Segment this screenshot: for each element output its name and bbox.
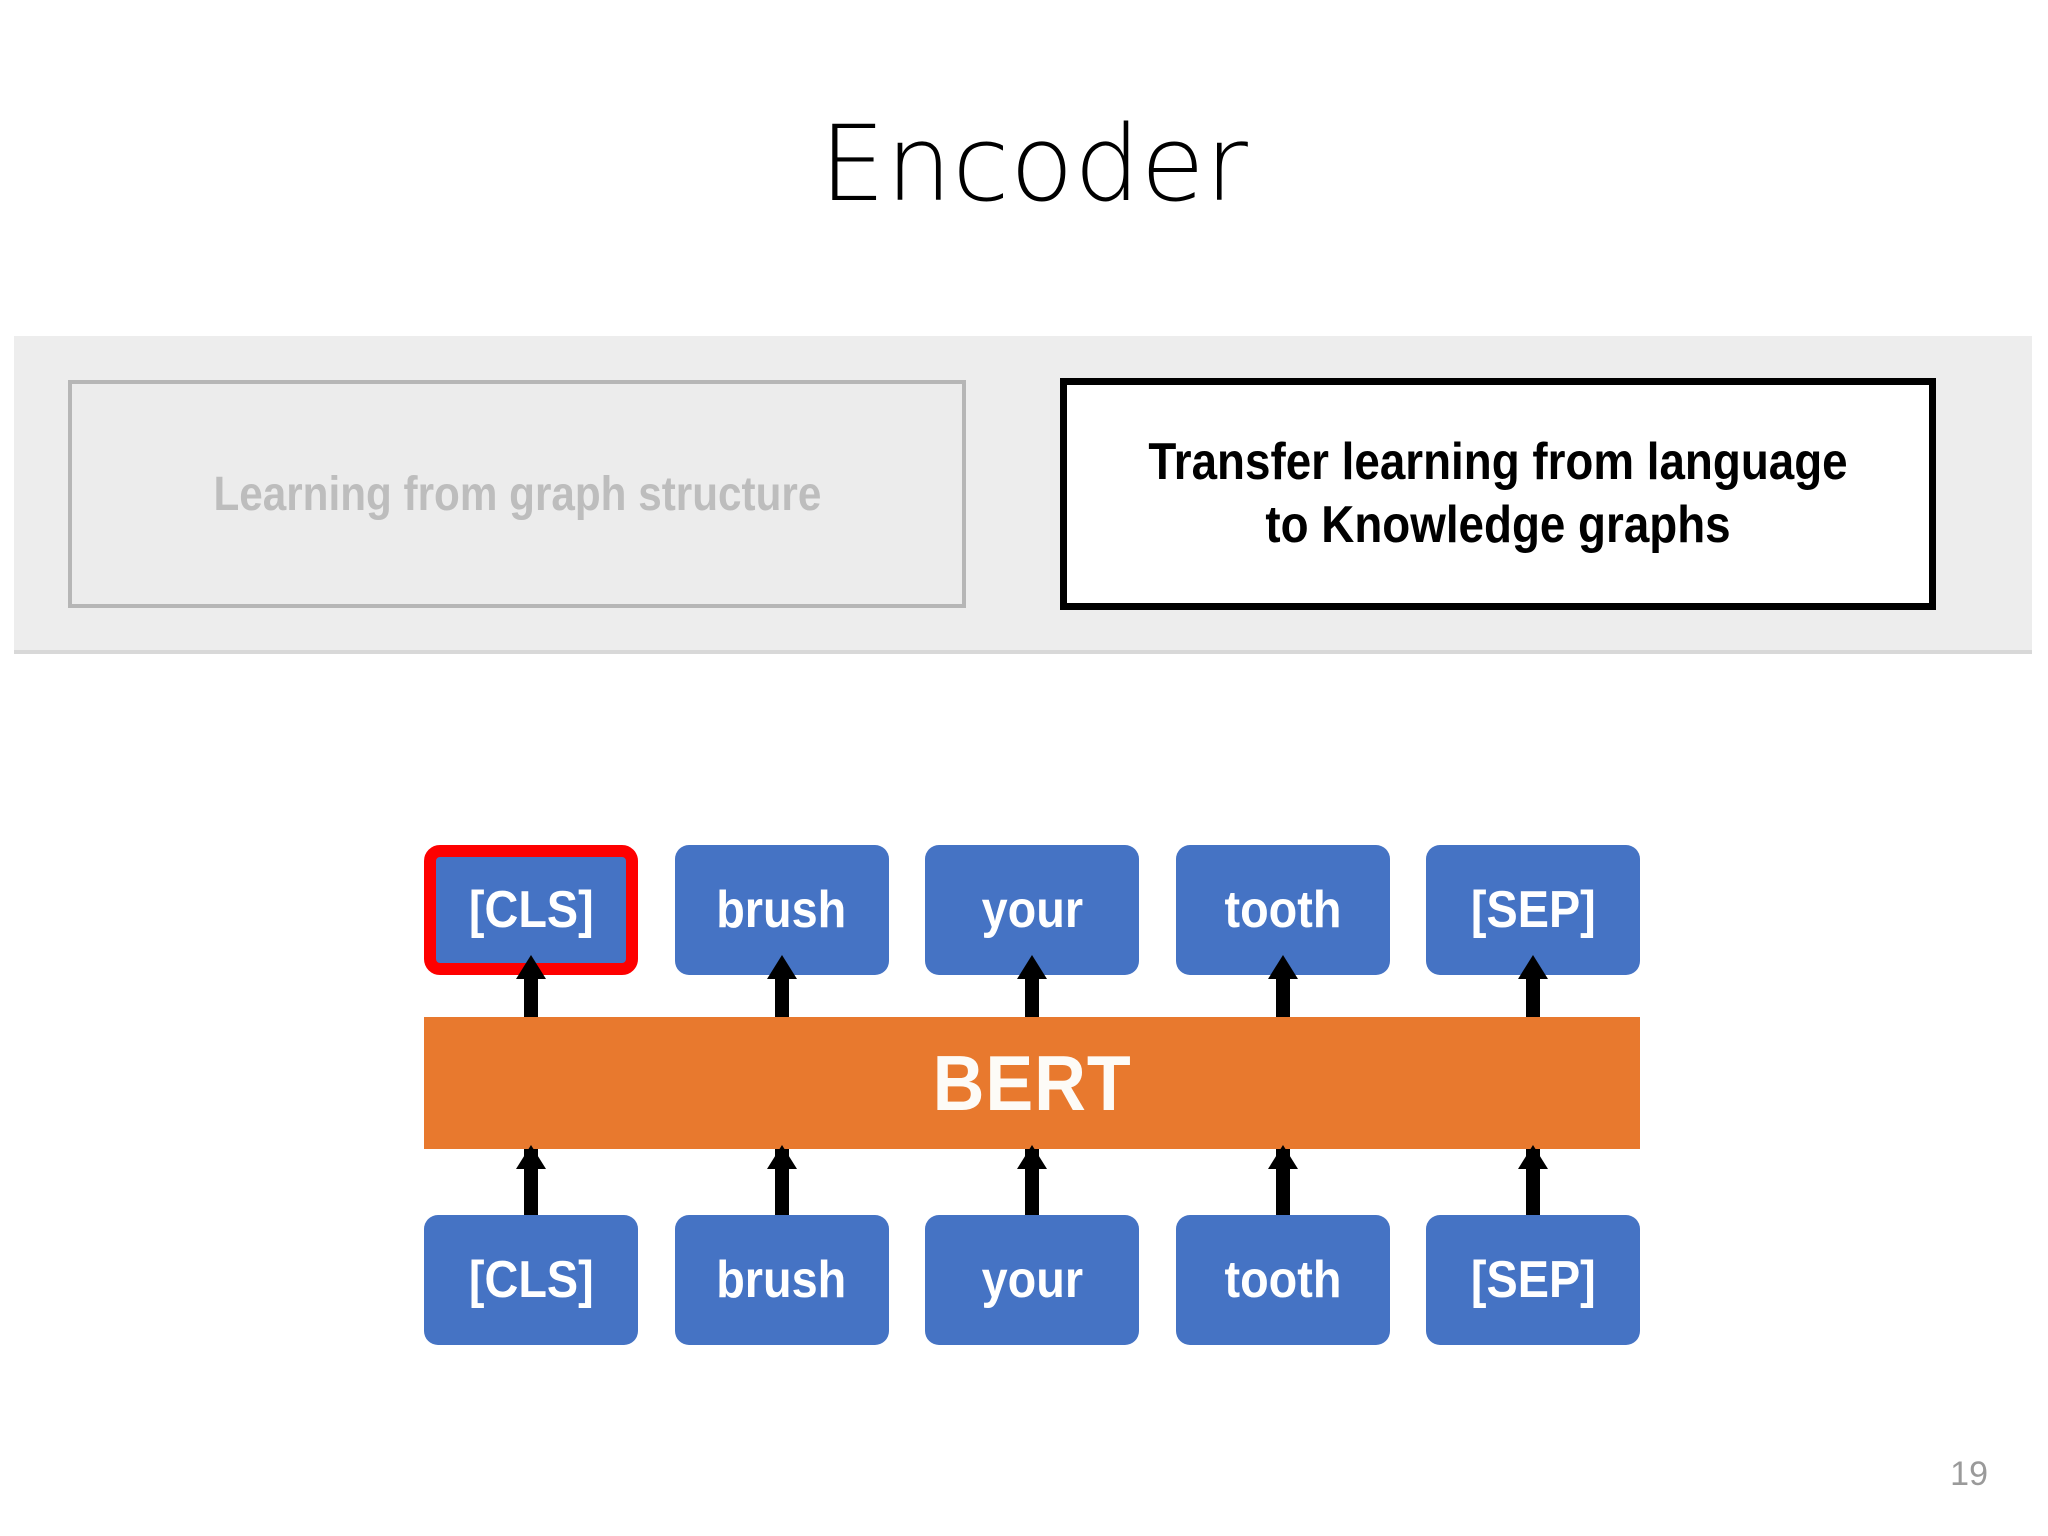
- arrow-up-icon: [524, 1149, 538, 1215]
- input-token-box[interactable]: tooth: [1175, 1215, 1390, 1345]
- arrow-slot: [1426, 975, 1640, 1017]
- arrow-up-icon: [1025, 1149, 1039, 1215]
- input-token-box[interactable]: [SEP]: [1426, 1215, 1640, 1345]
- arrow-slot: [424, 975, 638, 1017]
- input-token-label: [CLS]: [468, 1251, 594, 1309]
- topic-card-transfer-learning-label: Transfer learning from language to Knowl…: [1148, 432, 1848, 554]
- topic-card-graph-structure[interactable]: Learning from graph structure: [68, 380, 966, 608]
- arrow-slot: [424, 1149, 638, 1215]
- input-token-label: brush: [716, 1251, 847, 1309]
- output-arrow-layer: [424, 975, 1640, 1017]
- arrow-slot: [1426, 1149, 1640, 1215]
- output-token-label: [CLS]: [468, 881, 594, 939]
- arrow-up-icon: [1025, 975, 1039, 1017]
- page-number: 19: [1950, 1455, 1988, 1493]
- bert-model-label: BERT: [932, 1038, 1132, 1127]
- output-token-label: tooth: [1224, 881, 1341, 939]
- output-token-label: brush: [716, 881, 847, 939]
- bert-model-bar[interactable]: BERT: [424, 1017, 1640, 1149]
- arrow-up-icon: [1275, 975, 1290, 1017]
- input-token-label: [SEP]: [1470, 1251, 1596, 1309]
- input-token-box[interactable]: brush: [674, 1215, 889, 1345]
- bert-architecture-diagram: [CLS] brush your tooth [SEP] BERT: [424, 845, 1640, 1345]
- output-token-label: your: [981, 881, 1083, 939]
- input-token-box[interactable]: your: [925, 1215, 1139, 1345]
- input-arrow-layer: [424, 1149, 1640, 1215]
- page-title: Encoder: [0, 103, 2048, 225]
- arrow-slot: [1176, 975, 1390, 1017]
- arrow-up-icon: [1526, 1149, 1540, 1215]
- arrow-up-icon: [1275, 1149, 1290, 1215]
- output-token-box[interactable]: your: [925, 845, 1139, 975]
- output-token-row: [CLS] brush your tooth [SEP]: [424, 845, 1640, 975]
- arrow-up-icon: [1526, 975, 1540, 1017]
- output-token-label: [SEP]: [1470, 881, 1596, 939]
- arrow-slot: [1176, 1149, 1390, 1215]
- input-token-box[interactable]: [CLS]: [424, 1215, 638, 1345]
- input-token-row: [CLS] brush your tooth [SEP]: [424, 1215, 1640, 1345]
- arrow-slot: [675, 1149, 889, 1215]
- input-token-label: your: [981, 1251, 1083, 1309]
- arrow-up-icon: [524, 975, 538, 1017]
- topic-card-graph-structure-label: Learning from graph structure: [213, 467, 821, 521]
- output-token-box[interactable]: brush: [674, 845, 889, 975]
- output-token-box[interactable]: [SEP]: [1426, 845, 1640, 975]
- arrow-slot: [925, 975, 1139, 1017]
- output-token-box[interactable]: tooth: [1175, 845, 1390, 975]
- topic-banner: Learning from graph structure Transfer l…: [14, 336, 2032, 654]
- arrow-up-icon: [774, 1149, 789, 1215]
- arrow-slot: [925, 1149, 1139, 1215]
- input-token-label: tooth: [1224, 1251, 1341, 1309]
- topic-card-transfer-learning[interactable]: Transfer learning from language to Knowl…: [1060, 378, 1936, 610]
- output-token-box[interactable]: [CLS]: [424, 845, 638, 975]
- arrow-slot: [675, 975, 889, 1017]
- page-title-text: Encoder: [819, 103, 1249, 225]
- arrow-up-icon: [774, 975, 789, 1017]
